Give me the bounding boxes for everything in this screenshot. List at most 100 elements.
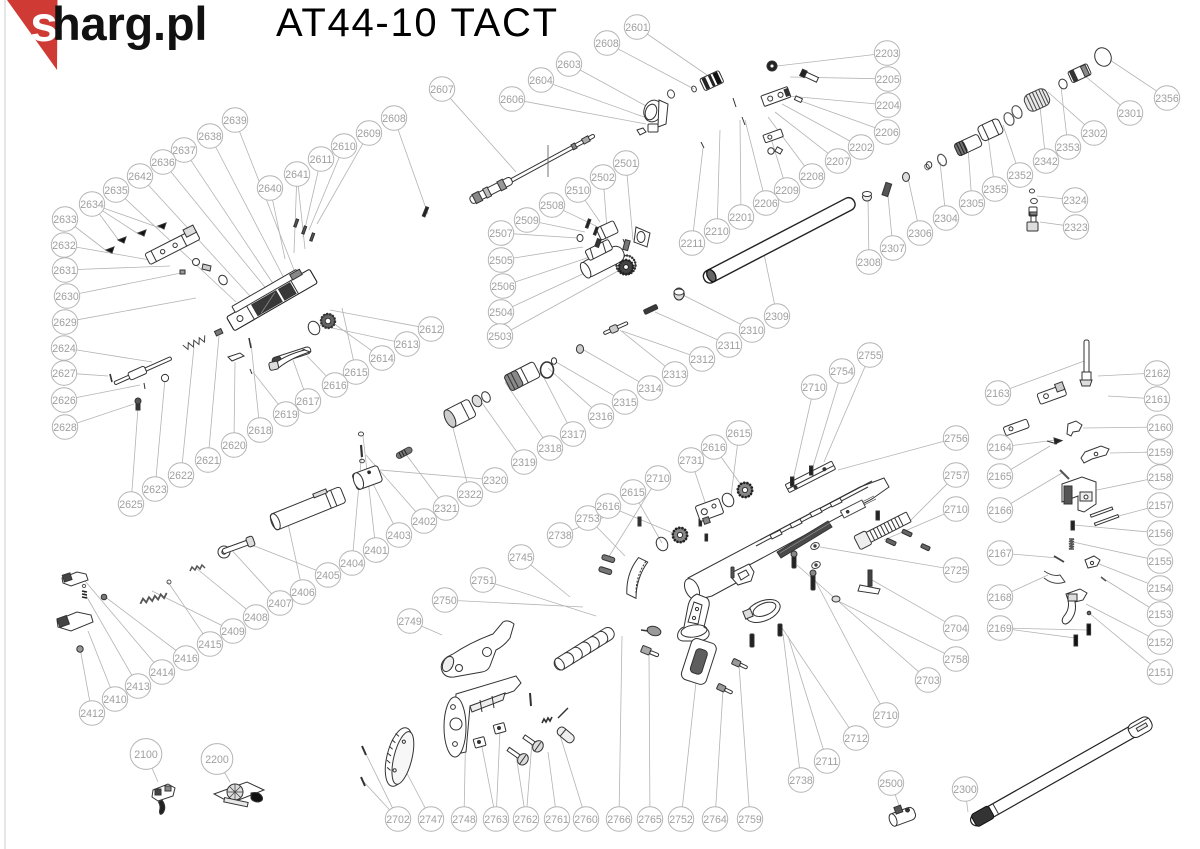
svg-text:2612: 2612 xyxy=(419,324,443,336)
svg-text:2168: 2168 xyxy=(988,592,1012,604)
svg-text:2607: 2607 xyxy=(430,84,454,96)
svg-text:2757: 2757 xyxy=(944,470,968,482)
svg-text:2622: 2622 xyxy=(169,470,193,482)
svg-text:2731: 2731 xyxy=(679,455,703,467)
svg-text:2311: 2311 xyxy=(718,340,741,352)
svg-text:2308: 2308 xyxy=(857,257,881,269)
svg-text:2200: 2200 xyxy=(205,754,229,766)
svg-text:2759: 2759 xyxy=(738,814,762,826)
svg-text:2635: 2635 xyxy=(104,185,128,197)
svg-text:2636: 2636 xyxy=(151,157,175,169)
svg-text:2619: 2619 xyxy=(274,409,298,421)
svg-text:2610: 2610 xyxy=(332,141,356,153)
svg-text:2615: 2615 xyxy=(344,367,368,379)
svg-text:2632: 2632 xyxy=(52,240,76,252)
svg-text:2604: 2604 xyxy=(529,75,553,87)
svg-text:2316: 2316 xyxy=(589,411,613,423)
svg-text:2606: 2606 xyxy=(500,94,524,106)
svg-text:2314: 2314 xyxy=(638,383,662,395)
svg-text:2704: 2704 xyxy=(944,623,968,635)
svg-text:2625: 2625 xyxy=(119,499,143,511)
svg-text:2167: 2167 xyxy=(988,548,1012,560)
svg-text:2633: 2633 xyxy=(53,214,77,226)
svg-text:2157: 2157 xyxy=(1148,500,1172,512)
svg-text:2158: 2158 xyxy=(1148,472,1172,484)
svg-text:2629: 2629 xyxy=(53,317,77,329)
svg-text:2313: 2313 xyxy=(663,369,687,381)
svg-text:2756: 2756 xyxy=(944,433,968,445)
svg-text:2711: 2711 xyxy=(816,756,839,768)
svg-text:2614: 2614 xyxy=(370,353,394,365)
svg-text:2352: 2352 xyxy=(1008,170,1032,182)
svg-text:2322: 2322 xyxy=(458,489,482,501)
svg-text:2638: 2638 xyxy=(198,131,222,143)
svg-text:2402: 2402 xyxy=(412,516,436,528)
svg-text:2301: 2301 xyxy=(1118,108,1142,120)
svg-text:2634: 2634 xyxy=(80,199,104,211)
svg-text:2165: 2165 xyxy=(988,471,1012,483)
svg-text:2414: 2414 xyxy=(150,667,174,679)
svg-text:2603: 2603 xyxy=(557,59,581,71)
svg-text:2611: 2611 xyxy=(310,154,333,166)
svg-text:2710: 2710 xyxy=(802,382,826,394)
svg-text:2319: 2319 xyxy=(512,457,536,469)
svg-text:2415: 2415 xyxy=(198,639,222,651)
svg-text:2306: 2306 xyxy=(908,228,932,240)
svg-text:2601: 2601 xyxy=(625,22,649,34)
svg-text:2762: 2762 xyxy=(514,814,538,826)
svg-text:2207: 2207 xyxy=(826,156,850,168)
svg-text:2621: 2621 xyxy=(196,455,220,467)
svg-text:2758: 2758 xyxy=(944,654,968,666)
svg-text:2209: 2209 xyxy=(775,185,799,197)
svg-text:2406: 2406 xyxy=(291,587,315,599)
svg-text:2751: 2751 xyxy=(471,575,495,587)
svg-text:2628: 2628 xyxy=(53,422,77,434)
svg-text:2752: 2752 xyxy=(669,814,693,826)
svg-text:2412: 2412 xyxy=(80,708,104,720)
svg-text:2624: 2624 xyxy=(52,343,76,355)
svg-text:2764: 2764 xyxy=(703,814,727,826)
svg-text:2202: 2202 xyxy=(849,142,873,154)
svg-text:2626: 2626 xyxy=(52,395,76,407)
svg-text:2164: 2164 xyxy=(988,442,1012,454)
svg-text:2100: 2100 xyxy=(134,749,158,761)
svg-text:2206: 2206 xyxy=(754,198,778,210)
svg-text:2503: 2503 xyxy=(488,331,512,343)
svg-text:2510: 2510 xyxy=(566,185,590,197)
svg-text:2608: 2608 xyxy=(382,113,406,125)
svg-text:2631: 2631 xyxy=(53,265,77,277)
svg-text:2761: 2761 xyxy=(545,814,569,826)
svg-text:2748: 2748 xyxy=(452,814,476,826)
svg-text:2160: 2160 xyxy=(1148,422,1172,434)
svg-text:2154: 2154 xyxy=(1148,583,1172,595)
svg-text:2409: 2409 xyxy=(221,626,245,638)
svg-text:2309: 2309 xyxy=(765,311,789,323)
svg-text:2210: 2210 xyxy=(705,226,729,238)
svg-text:2416: 2416 xyxy=(174,653,198,665)
svg-text:2765: 2765 xyxy=(638,814,662,826)
svg-text:2642: 2642 xyxy=(128,171,152,183)
svg-text:2615: 2615 xyxy=(621,487,645,499)
svg-text:2639: 2639 xyxy=(223,115,247,127)
svg-text:2211: 2211 xyxy=(681,238,704,250)
svg-text:2630: 2630 xyxy=(55,291,79,303)
svg-text:2749: 2749 xyxy=(398,616,422,628)
svg-text:2710: 2710 xyxy=(874,710,898,722)
svg-text:2501: 2501 xyxy=(614,158,638,170)
svg-text:2754: 2754 xyxy=(830,366,854,378)
svg-text:2203: 2203 xyxy=(875,48,899,60)
svg-text:2300: 2300 xyxy=(953,784,977,796)
svg-text:2205: 2205 xyxy=(876,74,900,86)
svg-text:2401: 2401 xyxy=(364,545,388,557)
svg-text:2318: 2318 xyxy=(538,443,562,455)
svg-text:2320: 2320 xyxy=(483,475,507,487)
svg-text:2641: 2641 xyxy=(285,169,309,181)
svg-text:2509: 2509 xyxy=(515,215,539,227)
svg-text:2169: 2169 xyxy=(988,623,1012,635)
svg-text:2162: 2162 xyxy=(1145,368,1169,380)
svg-text:2324: 2324 xyxy=(1063,195,1087,207)
svg-text:2738: 2738 xyxy=(548,530,572,542)
svg-text:2738: 2738 xyxy=(789,775,813,787)
svg-text:2502: 2502 xyxy=(591,172,615,184)
svg-text:2703: 2703 xyxy=(916,675,940,687)
